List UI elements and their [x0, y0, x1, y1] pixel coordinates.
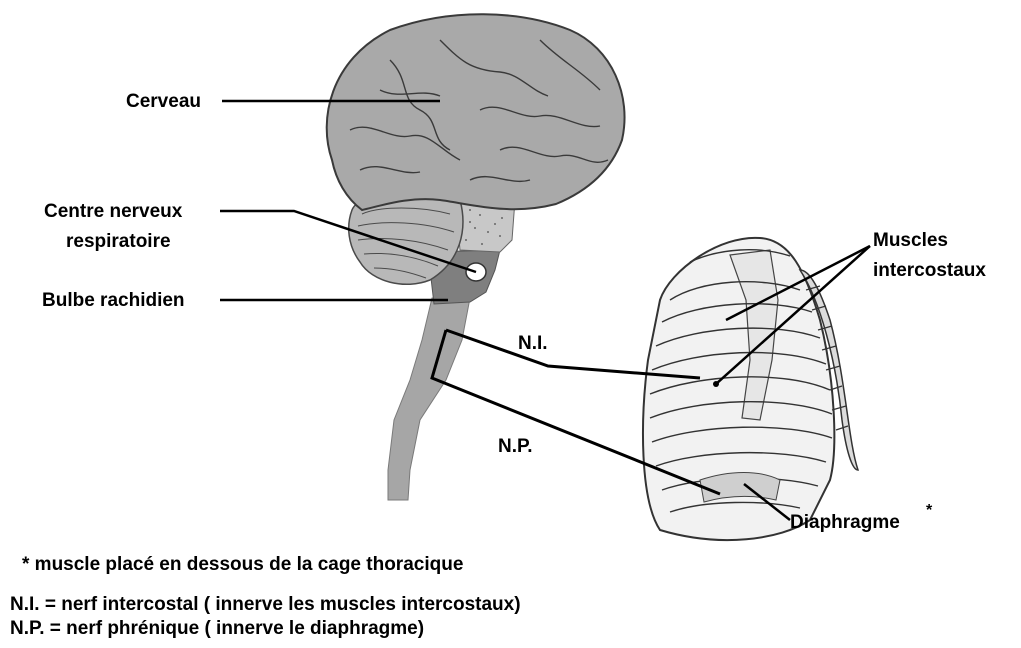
label-muscles-line1: Muscles: [873, 230, 948, 252]
intercostal-muscle-dot: [713, 381, 719, 387]
label-muscles-line2: intercostaux: [873, 260, 986, 282]
label-cerveau: Cerveau: [126, 91, 201, 113]
label-nerf-intercostal: N.I.: [518, 333, 548, 355]
label-diaphragme-asterisk: *: [926, 500, 932, 522]
footnote-np: N.P. = nerf phrénique ( innerve le diaph…: [10, 618, 424, 640]
label-centre-nerveux-line2: respiratoire: [66, 231, 171, 253]
ribcage: [643, 238, 858, 540]
label-nerf-phrenique: N.P.: [498, 436, 533, 458]
spinal-cord: [388, 298, 470, 500]
cerebrum: [327, 14, 625, 210]
label-bulbe-rachidien: Bulbe rachidien: [42, 290, 185, 312]
label-diaphragme: Diaphragme: [790, 512, 900, 534]
footnote-diaphragm: * muscle placé en dessous de la cage tho…: [22, 554, 463, 576]
footnote-ni: N.I. = nerf intercostal ( innerve les mu…: [10, 594, 521, 616]
label-centre-nerveux-line1: Centre nerveux: [44, 201, 182, 223]
